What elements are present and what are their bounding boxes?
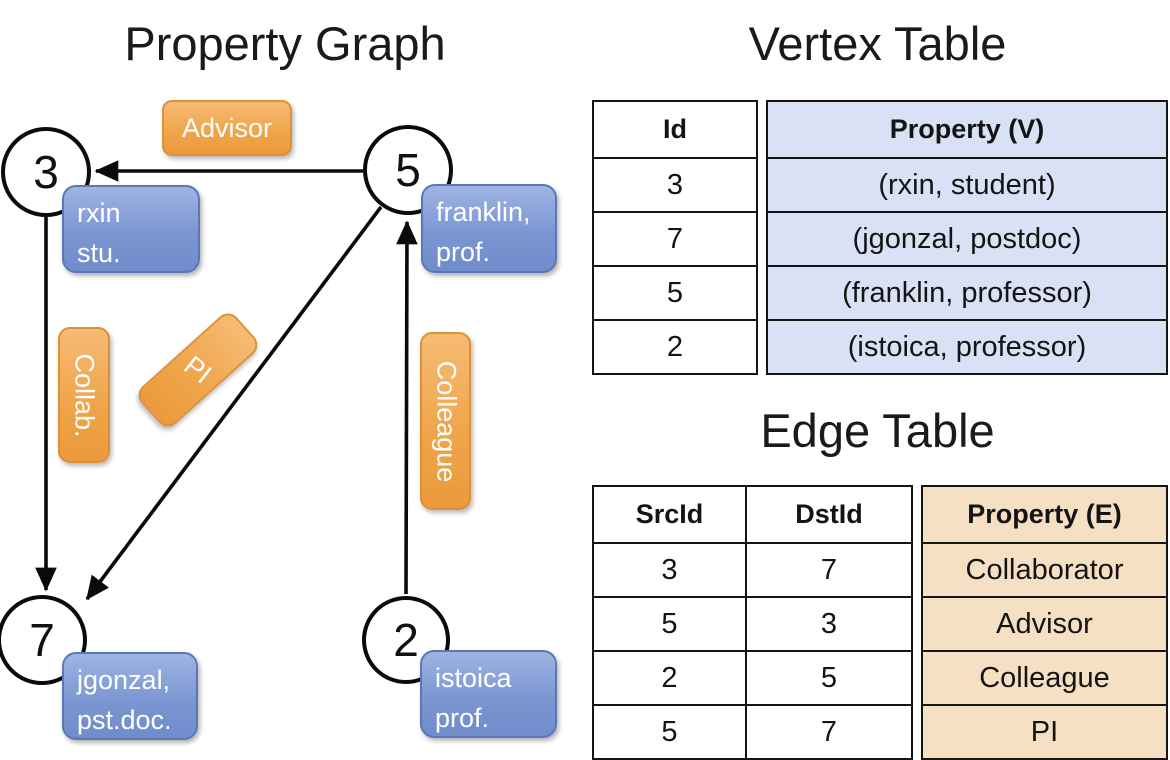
vertex-table-header-id: Id [663, 114, 687, 144]
edge-table-property-column: Property (E) Collaborator Advisor Collea… [921, 485, 1168, 760]
vertex-property-box-franklin: franklin, prof. [421, 184, 557, 273]
vbox-line: prof. [436, 237, 491, 267]
edge-dstid-cell: 5 [745, 650, 911, 704]
edge-property-cell: PI [923, 704, 1166, 758]
edge-srcid-cell: 2 [594, 650, 745, 704]
vertex-table-title: Vertex Table [748, 17, 1007, 70]
graph-node-2: 2 [362, 596, 450, 684]
edge-srcid-cell: 3 [594, 542, 745, 596]
edge-srcid-cell: 5 [594, 704, 745, 758]
edge-label-colleague: Colleague [420, 332, 471, 510]
vbox-line: prof. [435, 703, 490, 733]
edge-dstid-cell: 7 [745, 542, 911, 596]
edge-srcid-cell: 5 [594, 596, 745, 650]
edge-table-title: Edge Table [760, 404, 995, 457]
edge-label-text: Collab. [69, 352, 100, 438]
edge-property-cell: Collaborator [923, 542, 1166, 596]
node-7-id: 7 [29, 614, 55, 666]
vbox-line: rxin [77, 198, 121, 228]
property-graph-title: Property Graph [124, 17, 446, 70]
edge-dstid-cell: 3 [745, 596, 911, 650]
vertex-id-cell: 3 [594, 157, 756, 211]
edge-table-id-columns: SrcId DstId 3 7 5 3 2 5 5 7 [592, 485, 913, 760]
vertex-property-cell: (franklin, professor) [768, 265, 1166, 319]
node-2-id: 2 [393, 614, 419, 666]
edge-5-to-7 [85, 205, 383, 601]
vbox-line: franklin, [436, 197, 531, 227]
vbox-line: jgonzal, [77, 665, 171, 695]
vbox-line: pst.doc. [77, 705, 172, 735]
edge-table: SrcId DstId 3 7 5 3 2 5 5 7 Property (E)… [592, 485, 1168, 760]
vertex-table-header-property: Property (V) [768, 102, 1166, 157]
node-5-id: 5 [395, 144, 421, 196]
vertex-table: Id 3 7 5 2 Property (V) (rxin, student) … [592, 100, 1168, 375]
vertex-id-cell: 2 [594, 319, 756, 373]
vbox-line: istoica [435, 663, 512, 693]
graph-node-5: 5 [363, 125, 453, 215]
vbox-line: stu. [77, 238, 121, 268]
edge-label-text: PI [179, 349, 218, 390]
vertex-id-cell: 7 [594, 211, 756, 265]
edge-label-text: Advisor [181, 112, 273, 143]
edge-table-header-dstid: DstId [745, 487, 911, 542]
edge-label-collab: Collab. [58, 327, 110, 463]
edge-dstid-cell: 7 [745, 704, 911, 758]
edge-table-header-property: Property (E) [923, 487, 1166, 542]
vertex-property-box-jgonzal: jgonzal, pst.doc. [62, 652, 198, 740]
graph-edges-canvas [35, 160, 418, 601]
edge-2-to-5 [396, 220, 418, 595]
vertex-property-cell: (rxin, student) [768, 157, 1166, 211]
vertex-property-box-rxin: rxin stu. [62, 185, 200, 273]
edge-label-text: Colleague [431, 360, 461, 482]
vertex-id-cell: 5 [594, 265, 756, 319]
vertex-property-box-istoica: istoica prof. [420, 650, 557, 738]
edge-property-cell: Advisor [923, 596, 1166, 650]
edge-label-advisor: Advisor [162, 100, 292, 156]
vertex-property-cell: (jgonzal, postdoc) [768, 211, 1166, 265]
node-3-id: 3 [33, 146, 59, 198]
edge-table-header-srcid: SrcId [635, 499, 704, 529]
vertex-table-id-column: Id 3 7 5 2 [592, 100, 758, 375]
vertex-table-property-column: Property (V) (rxin, student) (jgonzal, p… [766, 100, 1168, 375]
edge-property-cell: Colleague [923, 650, 1166, 704]
vertex-property-cell: (istoica, professor) [768, 319, 1166, 373]
